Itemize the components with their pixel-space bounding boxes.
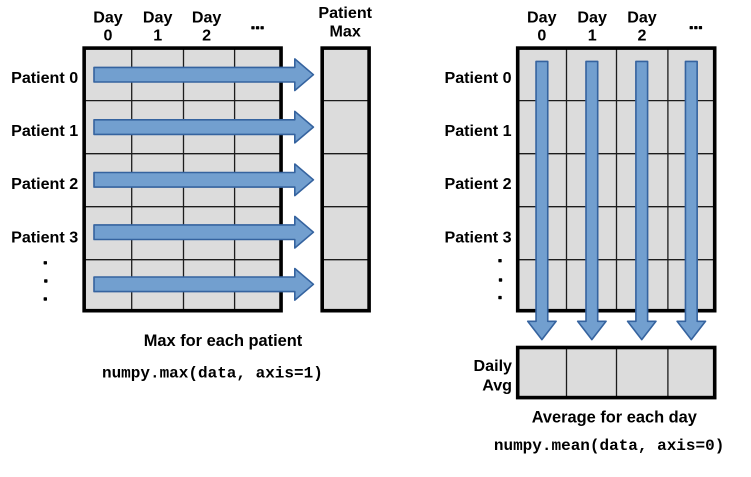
svg-text:Patient: Patient [318,4,372,22]
svg-text:Avg: Avg [482,376,512,394]
svg-text:Average for each day: Average for each day [532,408,698,426]
svg-text:Daily: Daily [474,357,513,375]
svg-text:Patient 1: Patient 1 [445,122,512,140]
svg-text:Max for each patient: Max for each patient [144,332,303,350]
svg-text:Day: Day [577,9,607,27]
svg-text:Patient 1: Patient 1 [11,122,78,140]
svg-text:Day: Day [143,9,173,27]
svg-text:Patient 0: Patient 0 [11,69,78,87]
svg-text:Day: Day [93,9,123,27]
svg-text:Patient 2: Patient 2 [11,175,78,193]
svg-text:Day: Day [527,9,557,27]
svg-text:2: 2 [638,27,647,45]
svg-text:Patient 2: Patient 2 [445,175,512,193]
svg-text:Day: Day [627,9,657,27]
svg-text:numpy.max(data, axis=1): numpy.max(data, axis=1) [102,364,323,382]
svg-text:1: 1 [153,27,162,45]
svg-text:numpy.mean(data, axis=0): numpy.mean(data, axis=0) [494,437,724,455]
svg-text:0: 0 [104,27,113,45]
svg-text:Patient 3: Patient 3 [11,228,78,246]
svg-text:Day: Day [192,9,222,27]
svg-text:Patient 0: Patient 0 [445,69,512,87]
svg-text:Patient 3: Patient 3 [445,228,512,246]
svg-text:2: 2 [202,27,211,45]
svg-text:1: 1 [588,27,597,45]
svg-text:Max: Max [330,22,361,40]
svg-text:0: 0 [537,27,546,45]
